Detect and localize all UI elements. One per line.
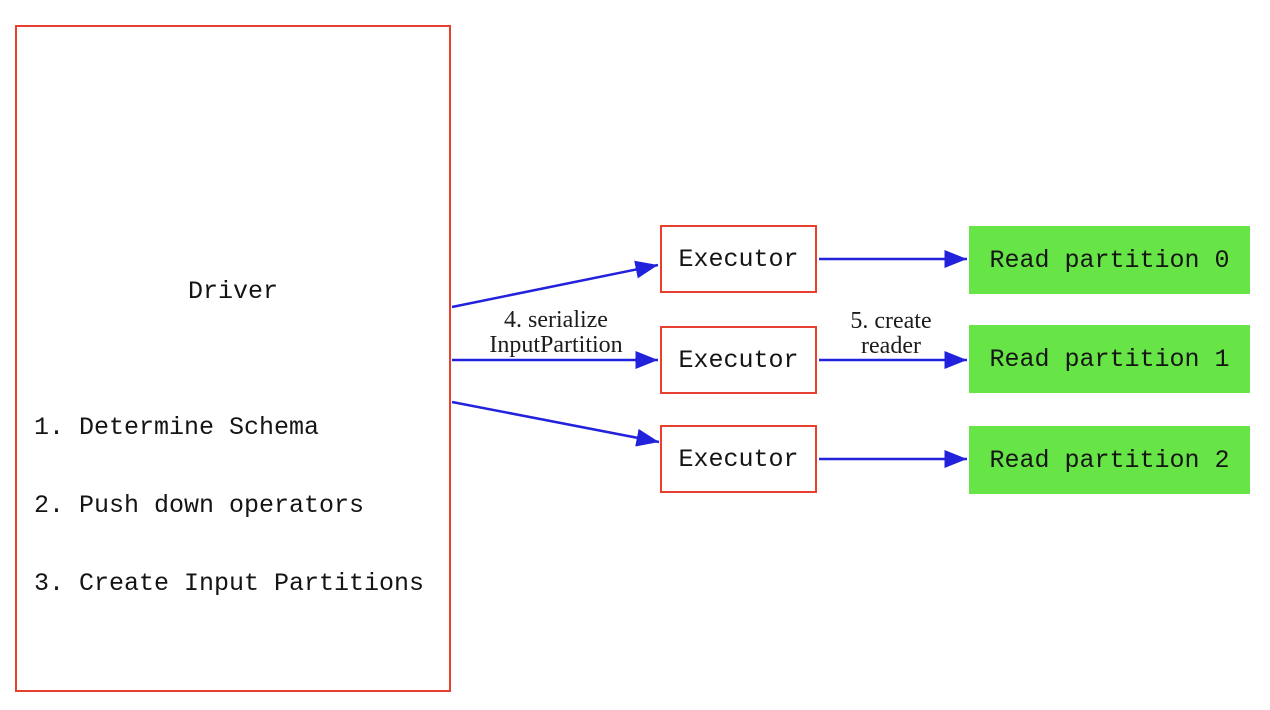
arrow-driver-to-executor-1 bbox=[451, 260, 659, 309]
label-serialize-input-partition: 4. serialize InputPartition bbox=[466, 308, 646, 358]
executor-2-label: Executor bbox=[678, 345, 799, 375]
label-serialize-line-2: InputPartition bbox=[489, 332, 623, 358]
driver-step-3: 3. Create Input Partitions bbox=[34, 569, 425, 598]
read-partition-0-label: Read partition 0 bbox=[989, 245, 1230, 275]
arrow-driver-to-executor-3 bbox=[451, 400, 660, 447]
read-partition-box-2: Read partition 2 bbox=[969, 426, 1250, 494]
executor-box-1: Executor bbox=[660, 225, 817, 293]
label-serialize-line-1: 4. serialize bbox=[504, 307, 608, 333]
executor-box-3: Executor bbox=[660, 425, 817, 493]
driver-steps-list: 1. Determine Schema 2. Push down operato… bbox=[34, 363, 424, 649]
driver-title: Driver bbox=[187, 277, 278, 306]
label-create-reader-line-2: reader bbox=[861, 333, 921, 359]
executor-1-label: Executor bbox=[678, 244, 799, 274]
driver-box bbox=[15, 25, 451, 692]
read-partition-1-label: Read partition 1 bbox=[989, 344, 1230, 374]
read-partition-2-label: Read partition 2 bbox=[989, 445, 1230, 475]
read-partition-box-0: Read partition 0 bbox=[969, 226, 1250, 294]
driver-step-2: 2. Push down operators bbox=[34, 491, 365, 520]
executor-box-2: Executor bbox=[660, 326, 817, 394]
executor-3-label: Executor bbox=[678, 444, 799, 474]
label-create-reader: 5. create reader bbox=[811, 309, 971, 359]
label-create-reader-line-1: 5. create bbox=[850, 308, 932, 334]
read-partition-box-1: Read partition 1 bbox=[969, 325, 1250, 393]
driver-step-1: 1. Determine Schema bbox=[34, 413, 320, 442]
